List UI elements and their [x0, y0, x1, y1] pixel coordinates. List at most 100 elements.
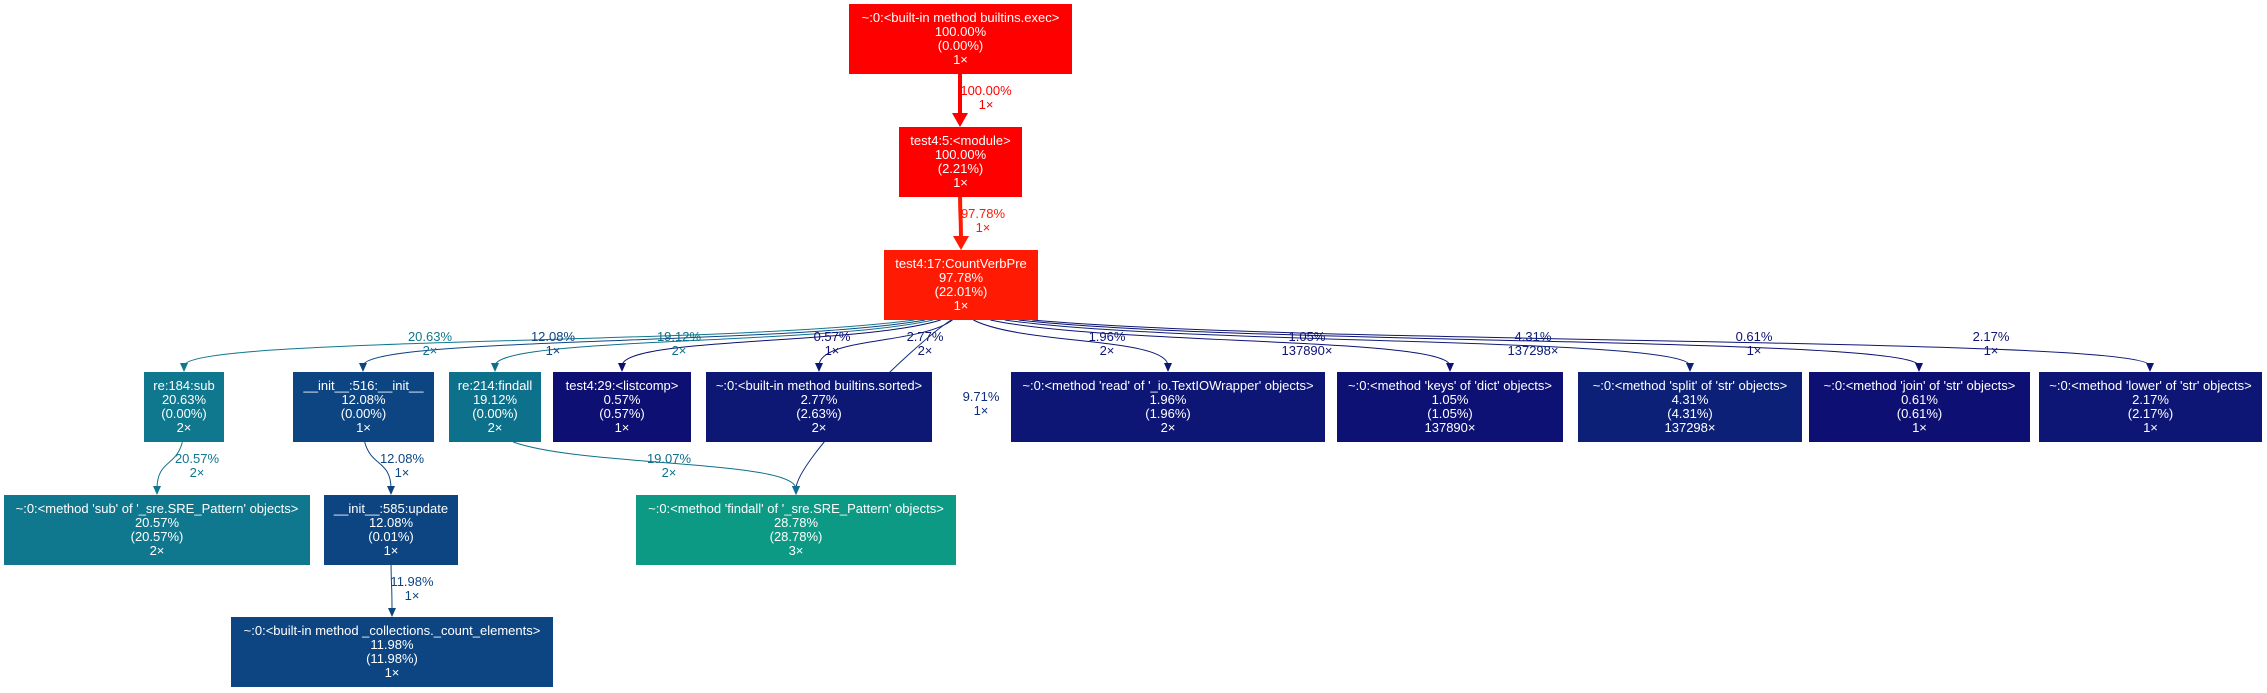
- node-calls: 2×: [811, 420, 827, 435]
- node-self: (22.01%): [934, 284, 988, 299]
- node-calls: 1×: [356, 420, 371, 435]
- node-self: (0.61%): [1896, 406, 1943, 421]
- edge-calls: 1×: [404, 588, 420, 603]
- node-re-sub[interactable]: re:184:sub 20.63% (0.00%) 2×: [144, 372, 224, 442]
- edge-pct: 1.05%: [1288, 329, 1326, 344]
- node-countverbpre[interactable]: test4:17:CountVerbPre 97.78% (22.01%) 1×: [884, 250, 1038, 320]
- edge-calls: 2×: [917, 343, 933, 358]
- edge-calls: 1×: [978, 97, 994, 112]
- call-edge: [156, 441, 183, 490]
- call-edge: [183, 319, 915, 367]
- node-init-516[interactable]: __init__:516:__init__ 12.08% (0.00%) 1×: [293, 372, 434, 442]
- edge-label-countverb-init: 12.08% 1×: [531, 330, 575, 358]
- edge-label-exec-module: 100.00% 1×: [960, 84, 1011, 112]
- edge-calls: 137890×: [1281, 343, 1333, 358]
- node-builtins-exec[interactable]: ~:0:<built-in method builtins.exec> 100.…: [849, 4, 1072, 74]
- node-method-read[interactable]: ~:0:<method 'read' of '_io.TextIOWrapper…: [1011, 372, 1325, 442]
- node-calls: 137890×: [1424, 420, 1476, 435]
- edge-label-countverb-sorted: 2.77% 2×: [907, 330, 944, 358]
- node-count-elements[interactable]: ~:0:<built-in method _collections._count…: [231, 617, 553, 687]
- edge-label-countverb-read: 1.96% 2×: [1089, 330, 1126, 358]
- edge-label-countverb-findall: 19.12% 2×: [657, 330, 701, 358]
- node-self: (0.57%): [599, 406, 645, 421]
- edge-calls: 2×: [661, 465, 677, 480]
- node-builtins-sorted[interactable]: ~:0:<built-in method builtins.sorted> 2.…: [706, 372, 932, 442]
- node-total: 19.12%: [472, 392, 518, 407]
- node-self: (1.05%): [1427, 406, 1473, 421]
- node-method-keys[interactable]: ~:0:<method 'keys' of 'dict' objects> 1.…: [1337, 372, 1563, 442]
- node-calls: 1×: [953, 52, 968, 67]
- node-module[interactable]: test4:5:<module> 100.00% (2.21%) 1×: [899, 127, 1022, 197]
- node-total: 2.17%: [2132, 392, 2169, 407]
- node-method-join[interactable]: ~:0:<method 'join' of 'str' objects> 0.6…: [1809, 372, 2030, 442]
- edge-calls: 137298×: [1507, 343, 1559, 358]
- node-total: 12.08%: [341, 392, 386, 407]
- call-edge: [1004, 319, 1691, 367]
- edge-calls: 1×: [824, 343, 840, 358]
- edge-arrowhead: [1686, 363, 1694, 372]
- node-calls: 1×: [383, 543, 399, 558]
- edge-label-countverb-sub: 20.63% 2×: [408, 330, 452, 358]
- edge-arrowhead: [1446, 363, 1454, 372]
- call-edge: [990, 319, 1451, 367]
- node-calls: 2×: [487, 420, 503, 435]
- call-edge: [1032, 319, 2151, 367]
- node-total: 100.00%: [934, 24, 987, 39]
- edge-calls: 2×: [1099, 343, 1115, 358]
- node-total: 97.78%: [938, 270, 984, 285]
- node-name: ~:0:<built-in method builtins.exec>: [861, 10, 1060, 25]
- call-edge: [494, 319, 934, 367]
- edge-label-update-count: 11.98% 1×: [390, 575, 433, 603]
- node-name: test4:5:<module>: [910, 133, 1011, 148]
- node-init-update[interactable]: __init__:585:update 12.08% (0.01%) 1×: [324, 495, 458, 565]
- node-calls: 2×: [149, 543, 165, 558]
- edge-arrowhead: [491, 363, 499, 372]
- call-edge: [818, 319, 953, 367]
- node-self: (0.00%): [937, 38, 984, 53]
- edge-arrowhead: [153, 486, 161, 495]
- edge-pct: 0.57%: [813, 329, 851, 344]
- node-re-findall[interactable]: re:214:findall 19.12% (0.00%) 2×: [449, 372, 541, 442]
- node-name: test4:17:CountVerbPre: [895, 256, 1027, 271]
- edge-label-countverb-findallpat: 9.71% 1×: [963, 390, 1000, 418]
- node-self: (0.01%): [368, 529, 414, 544]
- edge-pct: 2.77%: [906, 329, 944, 344]
- node-name: __init__:516:__init__: [303, 378, 424, 393]
- node-calls: 1×: [953, 175, 968, 190]
- node-total: 20.63%: [161, 392, 207, 407]
- node-method-sub-pattern[interactable]: ~:0:<method 'sub' of '_sre.SRE_Pattern' …: [4, 495, 310, 565]
- edge-label-module-countverb: 97.78% 1×: [961, 207, 1005, 235]
- call-edge: [512, 441, 797, 490]
- edge-label-countverb-lower: 2.17% 1×: [1973, 330, 2010, 358]
- edge-calls: 1×: [973, 403, 989, 418]
- edge-arrowhead: [2146, 363, 2154, 372]
- edge-arrowhead: [1164, 363, 1172, 372]
- edge-calls: 1×: [1983, 343, 1999, 358]
- node-listcomp[interactable]: test4:29:<listcomp> 0.57% (0.57%) 1×: [553, 372, 691, 442]
- edge-arrowhead: [180, 363, 188, 372]
- edge-pct: 12.08%: [379, 451, 425, 466]
- edge-arrowhead: [359, 363, 367, 372]
- edge-pct: 19.12%: [656, 329, 702, 344]
- node-method-lower[interactable]: ~:0:<method 'lower' of 'str' objects> 2.…: [2039, 372, 2262, 442]
- node-name: ~:0:<built-in method _collections._count…: [243, 623, 541, 638]
- edge-arrowhead: [1915, 363, 1923, 372]
- edge-calls: 1×: [545, 343, 561, 358]
- node-name: re:214:findall: [457, 378, 533, 393]
- node-method-split[interactable]: ~:0:<method 'split' of 'str' objects> 4.…: [1578, 372, 1802, 442]
- node-method-findall-pattern[interactable]: ~:0:<method 'findall' of '_sre.SRE_Patte…: [636, 495, 956, 565]
- edge-label-init-update: 12.08% 1×: [380, 452, 424, 480]
- node-self: (0.00%): [340, 406, 387, 421]
- node-calls: 1×: [953, 298, 969, 313]
- node-name: ~:0:<method 'keys' of 'dict' objects>: [1348, 378, 1552, 393]
- node-name: ~:0:<method 'sub' of '_sre.SRE_Pattern' …: [15, 501, 299, 516]
- edge-label-countverb-keys: 1.05% 137890×: [1282, 330, 1333, 358]
- edge-calls: 2×: [189, 465, 205, 480]
- node-name: re:184:sub: [153, 378, 215, 393]
- node-calls: 1×: [384, 665, 400, 680]
- node-self: (2.63%): [796, 406, 842, 421]
- edge-pct: 9.71%: [962, 389, 1000, 404]
- node-name: ~:0:<method 'join' of 'str' objects>: [1823, 378, 2016, 393]
- node-name: ~:0:<built-in method builtins.sorted>: [715, 378, 923, 393]
